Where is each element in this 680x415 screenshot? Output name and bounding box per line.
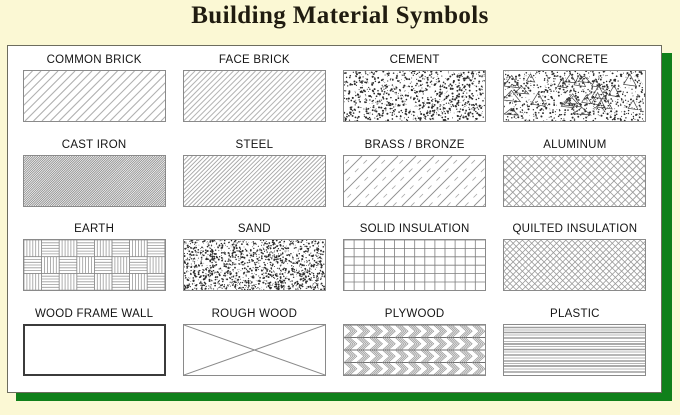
symbol-cell: COMMON BRICK — [14, 50, 174, 135]
symbol-swatch-horizontal-lines — [503, 323, 647, 376]
symbol-label: PLASTIC — [550, 307, 600, 320]
symbols-grid: COMMON BRICK FACE BRICK CEMENT CONCRETE CAST… — [8, 46, 661, 392]
symbol-label: CEMENT — [389, 54, 440, 66]
symbol-cell: SOLID INSULATION — [335, 219, 495, 304]
symbol-cell: FACE BRICK — [174, 50, 334, 135]
symbol-label: SAND — [237, 223, 271, 235]
symbol-cell: BRASS / BRONZE — [335, 135, 495, 220]
symbol-cell: PLASTIC — [495, 304, 655, 389]
symbol-cell: EARTH — [14, 219, 174, 304]
symbol-label: EARTH — [74, 223, 115, 235]
symbol-swatch-diagonal-hatch-medium — [182, 154, 326, 207]
symbol-label: WOOD FRAME WALL — [34, 307, 154, 320]
symbol-swatch-basket-weave — [22, 239, 166, 291]
symbol-swatch-stipple-fine — [343, 70, 487, 122]
symbol-label: ALUMINUM — [543, 138, 607, 151]
symbol-cell: SAND — [174, 219, 334, 304]
symbol-label: STEEL — [235, 138, 274, 151]
symbol-label: BRASS / BRONZE — [364, 138, 465, 151]
symbol-swatch-stipple-aggregate — [503, 70, 647, 122]
symbol-cell: ALUMINUM — [495, 135, 655, 220]
symbol-swatch-diagonal-lattice — [503, 239, 647, 291]
symbol-label: COMMON BRICK — [46, 54, 142, 66]
symbol-cell: CONCRETE — [495, 50, 655, 135]
symbol-cell: QUILTED INSULATION — [495, 219, 655, 304]
page-title: Building Material Symbols — [191, 2, 489, 29]
symbol-cell: ROUGH WOOD — [174, 304, 334, 389]
symbol-label: FACE BRICK — [218, 54, 290, 66]
symbol-swatch-diagonal-hatch-dense — [182, 70, 326, 122]
symbol-swatch-diagonal-alternating-dashed — [343, 154, 487, 207]
symbol-label: QUILTED INSULATION — [512, 223, 638, 235]
symbol-label: CAST IRON — [61, 138, 127, 151]
symbol-swatch-diagonal-hatch-very-dense — [22, 154, 166, 207]
symbol-cell: CEMENT — [335, 50, 495, 135]
symbol-swatch-diamond-crosshatch — [503, 154, 647, 207]
symbol-cell: CAST IRON — [14, 135, 174, 220]
symbol-swatch-diagonal-hatch-wide — [22, 70, 166, 122]
symbol-label: PLYWOOD — [384, 307, 445, 320]
symbol-cell: STEEL — [174, 135, 334, 220]
symbol-cell: PLYWOOD — [335, 304, 495, 389]
symbol-label: CONCRETE — [541, 54, 609, 66]
symbol-swatch-stipple-dense — [182, 239, 326, 291]
symbol-swatch-empty-heavy-outline — [22, 323, 166, 376]
symbol-swatch-square-grid — [343, 239, 487, 291]
symbol-swatch-x-cross — [182, 323, 326, 376]
symbols-card: COMMON BRICK FACE BRICK CEMENT CONCRETE CAST… — [7, 45, 662, 393]
symbol-cell: WOOD FRAME WALL — [14, 304, 174, 389]
symbol-label: SOLID INSULATION — [359, 223, 470, 235]
symbol-swatch-wood-grain-chevron — [343, 323, 487, 376]
symbol-label: ROUGH WOOD — [211, 307, 298, 320]
